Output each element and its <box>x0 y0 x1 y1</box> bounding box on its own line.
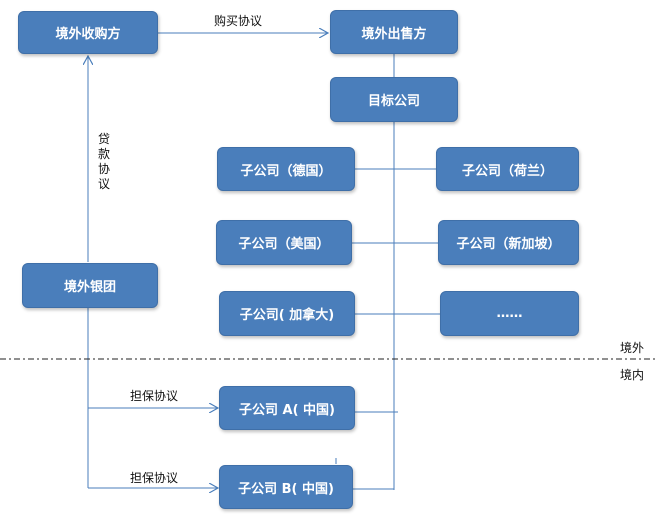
overseas-bank-group-node: 境外银团 <box>22 263 158 308</box>
sub-singapore-label: 子公司（新加坡） <box>456 237 561 252</box>
sub-a-china-node: 子公司 A( 中国) <box>219 386 355 430</box>
guarantee-agreement-a-label: 担保协议 <box>130 389 179 403</box>
loan-agreement-char: 贷 <box>97 132 110 146</box>
sub-b-china-label: 子公司 B( 中国) <box>238 481 334 497</box>
sub-germany-node: 子公司（德国） <box>217 147 355 191</box>
sub-b-china-node: 子公司 B( 中国) <box>219 465 353 509</box>
sub-germany-label: 子公司（德国） <box>240 163 332 179</box>
overseas-region-label: 境外 <box>620 341 645 355</box>
loan-agreement-char: 款 <box>97 147 110 161</box>
overseas-bank-group-label: 境外银团 <box>63 280 116 295</box>
overseas-buyer-label: 境外收购方 <box>55 27 121 42</box>
overseas-buyer-node: 境外收购方 <box>18 11 158 54</box>
target-company-label: 目标公司 <box>367 94 420 109</box>
sub-netherlands-node: 子公司（荷兰） <box>436 147 579 191</box>
purchase-agreement-label: 购买协议 <box>214 14 263 28</box>
sub-more-label: …… <box>496 306 523 321</box>
sub-singapore-node: 子公司（新加坡） <box>438 220 579 265</box>
sub-canada-node: 子公司( 加拿大) <box>219 291 355 336</box>
guarantee-agreement-b-label: 担保协议 <box>130 471 179 485</box>
sub-a-china-label: 子公司 A( 中国) <box>239 402 335 418</box>
loan-agreement-char: 议 <box>97 177 110 191</box>
domestic-region-label: 境内 <box>620 368 645 382</box>
loan-agreement-char: 协 <box>97 162 110 176</box>
overseas-seller-node: 境外出售方 <box>330 10 458 54</box>
sub-canada-label: 子公司( 加拿大) <box>239 308 335 323</box>
sub-usa-label: 子公司（美国） <box>238 237 330 252</box>
overseas-seller-label: 境外出售方 <box>361 26 427 42</box>
sub-more-node: …… <box>440 291 579 336</box>
sub-usa-node: 子公司（美国） <box>216 220 352 265</box>
sub-netherlands-label: 子公司（荷兰） <box>461 163 553 179</box>
target-company-node: 目标公司 <box>330 77 458 122</box>
loan-agreement-label: 贷 款 协 议 <box>97 132 111 192</box>
